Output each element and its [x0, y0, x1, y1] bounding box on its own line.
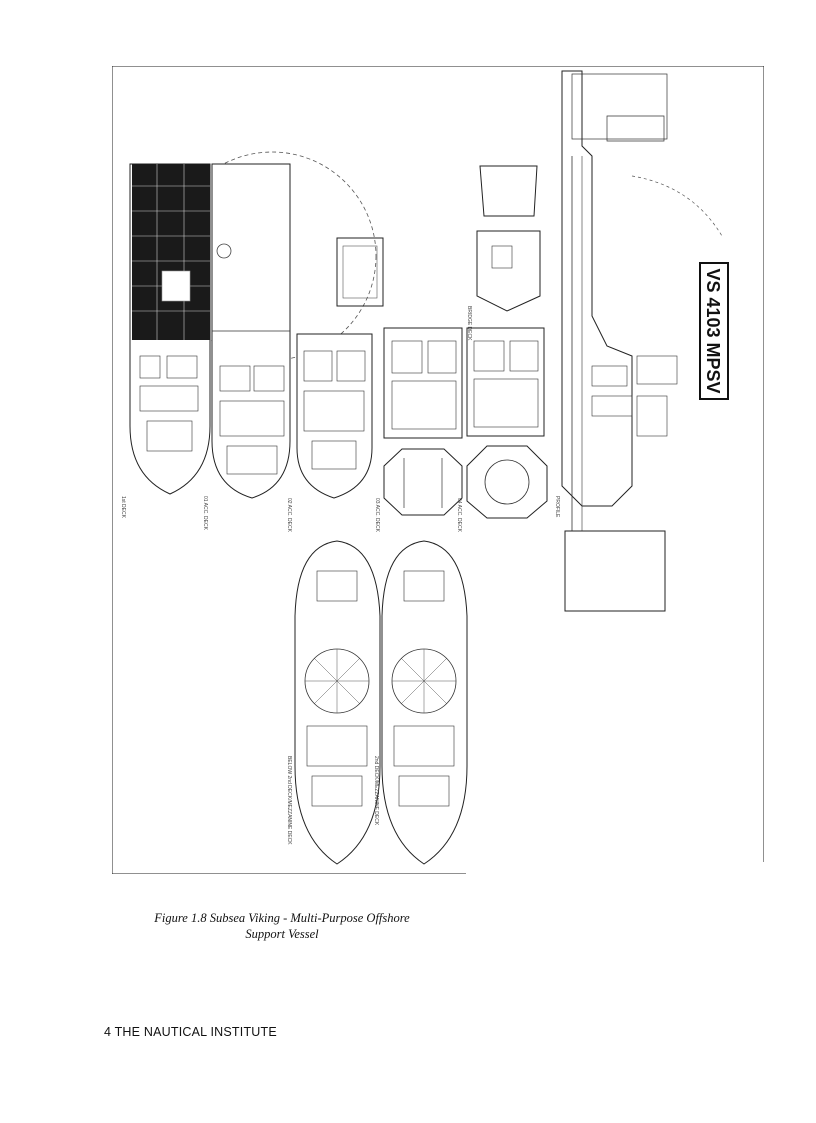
plan-below-2nd-deck	[294, 540, 381, 865]
plan-2nd-deck	[381, 540, 468, 865]
plan-03-acc-deck	[383, 327, 463, 516]
label-04-acc-deck: 04 ACC. DECK	[456, 498, 462, 533]
plan-01-acc-deck	[211, 163, 291, 499]
plan-02-acc-deck	[296, 237, 384, 499]
plan-1st-deck	[129, 163, 211, 495]
caption-line-2: Support Vessel	[245, 927, 319, 941]
label-01-acc-deck: 01 ACC. DECK	[202, 496, 208, 531]
label-02-acc-deck: 02 ACC. DECK	[286, 498, 292, 533]
page-footer: 4 THE NAUTICAL INSTITUTE	[104, 1025, 277, 1039]
plan-profile	[561, 70, 723, 612]
title-block-text: VS 4103 MPSV	[703, 268, 723, 393]
caption-line-1: Figure 1.8 Subsea Viking - Multi-Purpose…	[154, 911, 410, 925]
label-bridge-deck: BRIDGE DECK	[466, 306, 472, 341]
label-03-acc-deck: 03 ACC. DECK	[374, 498, 380, 533]
label-2nd-deck: 2nd DECK/MEZZANINE DECK	[373, 756, 379, 826]
drawing-svg: VS 4103 MPSV	[112, 66, 764, 874]
label-below-2nd-deck: BELOW 2nd DECK/MEZZANINE DECK	[286, 756, 292, 845]
label-1st-deck: 1st DECK	[120, 496, 126, 519]
ship-general-arrangement-drawing: VS 4103 MPSV	[112, 66, 764, 874]
plan-04-acc-deck	[466, 165, 548, 519]
title-block: VS 4103 MPSV	[699, 262, 729, 400]
label-profile: PROFILE	[554, 496, 560, 518]
figure-caption: Figure 1.8 Subsea Viking - Multi-Purpose…	[112, 910, 452, 942]
